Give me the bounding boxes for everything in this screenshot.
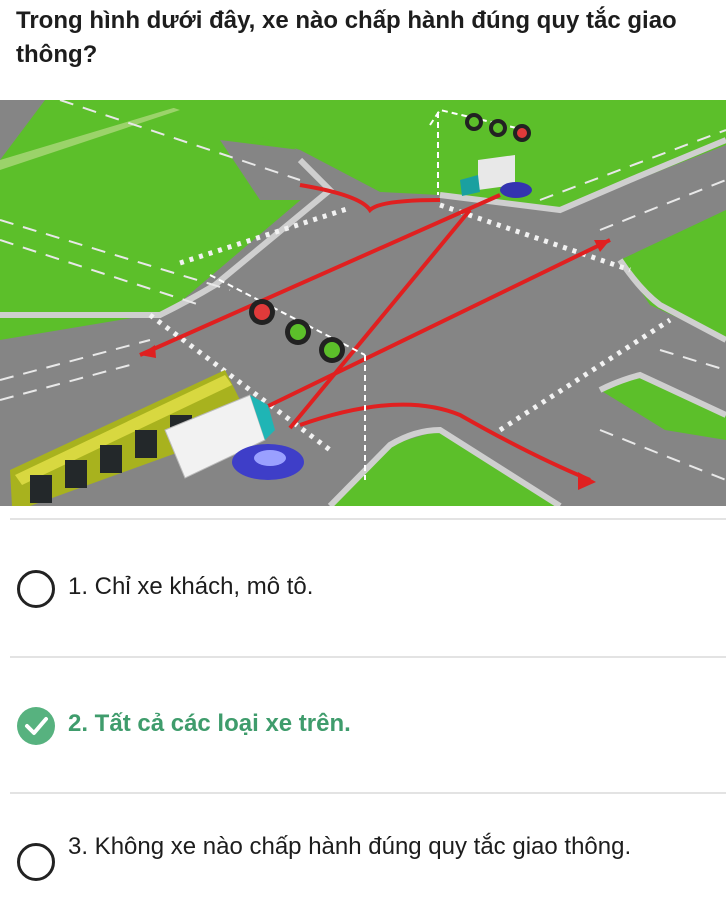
grass-bottom-right [600,375,726,440]
answer-option-1[interactable]: 1. Chỉ xe khách, mô tô. [0,566,726,616]
answer-option-3[interactable]: 3. Không xe nào chấp hành đúng quy tắc g… [0,830,726,902]
grass-left-bottom [0,315,165,340]
answer-label: 3. Không xe nào chấp hành đúng quy tắc g… [68,833,632,860]
traffic-light-near [249,299,345,363]
car-near [232,444,304,480]
answer-label: 1. Chỉ xe khách, mô tô. [68,573,314,600]
radio-unchecked-icon[interactable] [17,843,55,881]
radio-unchecked-icon[interactable] [17,570,55,608]
intersection-illustration [0,99,726,509]
divider [10,792,726,794]
divider [10,518,726,520]
grass-right [620,210,726,340]
answer-option-2[interactable]: 2. Tất cả các loại xe trên. [0,703,726,753]
check-icon[interactable] [17,707,55,745]
answer-label: 2. Tất cả các loại xe trên. [68,710,351,737]
truck-near [164,394,275,479]
truck-far [460,155,515,196]
car-far [500,182,532,198]
arrow-head-left [140,345,156,358]
question-text: Trong hình dưới đây, xe nào chấp hành đú… [16,7,677,68]
arrow-head-bottom-right [578,472,596,490]
traffic-light-far [465,113,531,142]
divider [10,656,726,658]
arrow-head-right-upper [594,240,610,252]
